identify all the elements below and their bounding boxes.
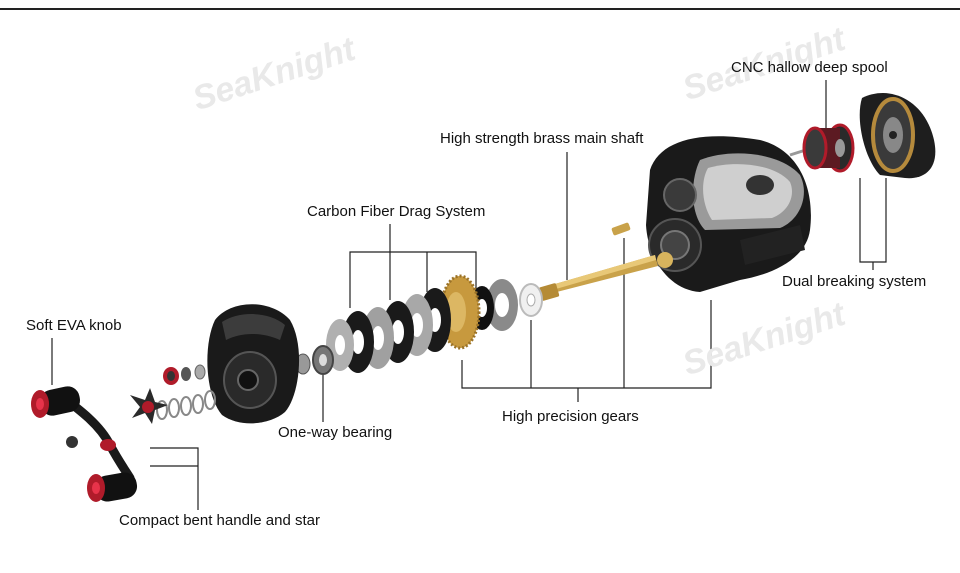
label-knob: Soft EVA knob <box>26 317 122 334</box>
eva-knob-bottom <box>87 472 138 502</box>
handle-callout-line <box>150 447 199 510</box>
side-cover-left <box>207 304 300 424</box>
breaking-callout-bracket <box>859 178 887 263</box>
label-gears: High precision gears <box>502 408 639 425</box>
drag-callout-bracket <box>349 251 477 308</box>
label-shaft: High strength brass main shaft <box>440 130 644 147</box>
one-way-bearing <box>295 345 334 375</box>
small-parts <box>156 364 216 420</box>
brass-main-shaft <box>538 222 673 301</box>
star-drag <box>130 388 168 424</box>
label-spool: CNC hallow deep spool <box>731 59 888 76</box>
label-drag: Carbon Fiber Drag System <box>307 203 486 220</box>
side-cover-right <box>859 93 936 179</box>
callout-lines <box>51 80 887 510</box>
drag-washers-and-gears <box>326 274 543 373</box>
label-handle: Compact bent handle and star <box>119 512 320 529</box>
spool <box>789 123 855 173</box>
eva-knob-top <box>31 386 81 418</box>
label-bearing: One-way bearing <box>278 424 393 441</box>
gears-callout-bracket <box>461 300 712 389</box>
label-breaking: Dual breaking system <box>782 273 927 290</box>
reel-frame <box>646 136 811 292</box>
